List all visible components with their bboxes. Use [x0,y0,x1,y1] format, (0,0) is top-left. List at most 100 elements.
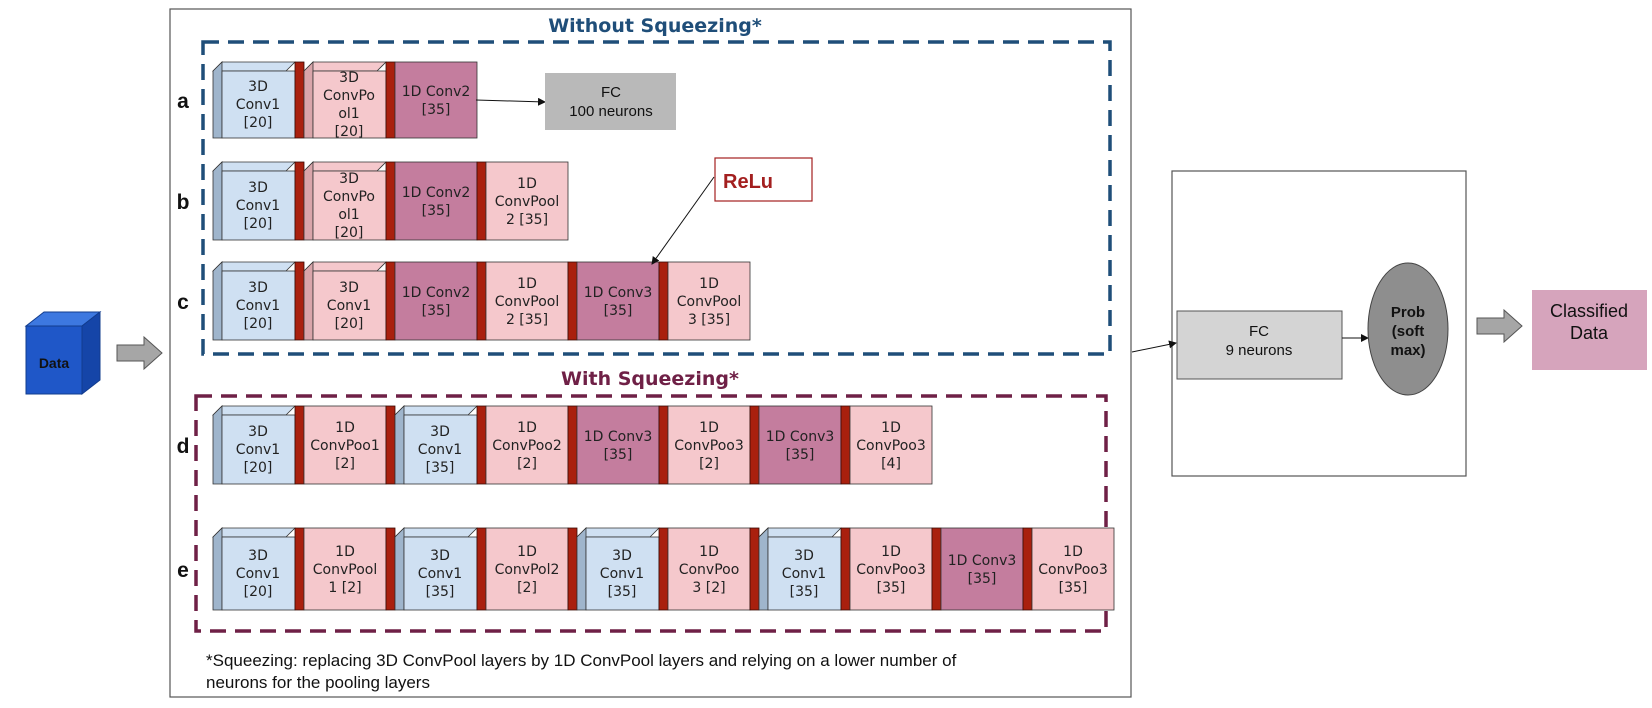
conv3d-block: 3D Conv1 [20] [212,161,296,241]
conv1d-block: 1D Conv2[35] [385,261,478,341]
classified-line-2: Data [1570,323,1609,343]
fc-top-title: FC [601,84,621,101]
fc-right-subtitle: 9 neurons [1226,342,1293,359]
block-front-face [221,70,296,139]
block-label-line: Conv1 [418,566,462,582]
block-label-line: ConvPoo [679,562,740,578]
block-label-line: 1D [699,420,719,436]
row-label-d: d [177,435,190,458]
block-side-face [394,405,405,485]
layer-separator [476,261,487,341]
block-top-face [394,527,478,538]
fc-right-box [1176,310,1343,380]
block-label-line: 3D [248,280,268,296]
block-top-face [394,405,478,416]
block-label-line: 1D [881,420,901,436]
layer-separator [294,61,305,139]
row-label-a: a [177,90,189,113]
block-label-line: 3D [339,280,359,296]
classified-data-box [1532,290,1647,370]
block-side-face [303,261,314,341]
block-face [485,261,569,341]
block-label-line: [35] [877,580,906,596]
block-label-line: ConvPoo1 [310,438,379,454]
block-label-line: [20] [335,225,364,241]
block-label-line: Conv1 [327,298,371,314]
block-label-line: Conv1 [236,198,280,214]
block-front-face [312,170,387,241]
block-label-line: [20] [335,316,364,332]
block-label-line: [20] [335,124,364,140]
block-label-line: 3D [248,180,268,196]
fc-top-arrow [475,97,546,106]
block-label-line: ConvPool [677,294,741,310]
without-squeezing-frame [201,40,1112,356]
block-label-line: 3D [339,171,359,187]
layer-separator [294,527,305,611]
layer-separator [567,527,578,611]
block-label-line: 1D Conv3 [766,429,835,445]
block-front-face [403,536,478,611]
block-label-line: 1D Conv3 [948,553,1017,569]
block-label-line: 1D Conv2 [402,185,471,201]
classified-line-1: Classified [1550,301,1628,321]
layer-separator [658,405,669,485]
block-top-face [212,527,296,538]
block-face [849,405,933,485]
row-label-b: b [177,191,190,214]
block-side-face [758,527,769,611]
block-label-line: [20] [244,584,273,600]
block-side-face [212,161,223,241]
cube-side [81,310,101,396]
conv1d-block: 1D Conv2[35] [385,61,478,139]
layer-separator [385,61,396,139]
block-label-line: 1D [517,176,537,192]
layer-separator [385,527,396,611]
footnote-line-1: *Squeezing: replacing 3D ConvPool layers… [206,651,957,670]
without-squeezing-title: Without Squeezing* [548,15,762,37]
block-face [758,405,842,485]
relu-pointer [651,176,715,265]
layer-separator [840,405,851,485]
block-label-line: 3D [248,548,268,564]
block-label-line: 1D [517,276,537,292]
block-label-line: 1D [335,544,355,560]
block-label-line: [2] [699,456,719,472]
block-label-line: [35] [422,203,451,219]
input-arrow [116,335,163,371]
conv1d-block: 1D Conv3[35] [567,261,660,341]
relu-box [714,157,813,202]
block-label-line: ConvPool [495,194,559,210]
block-label-line: Conv1 [418,442,462,458]
block-face [576,405,660,485]
convpool3d-block: 3D Conv1 [20] [294,261,387,341]
conv1d-block: 1D Conv3[35] [567,405,660,485]
block-label-line: Conv1 [236,442,280,458]
block-label-line: 2 [35] [506,312,548,328]
block-face [394,261,478,341]
with-squeezing-frame [194,394,1108,633]
block-face [303,405,387,485]
block-side-face [212,61,223,139]
block-label-line: [20] [244,216,273,232]
block-label-line: ConvPol2 [495,562,560,578]
block-side-face [212,527,223,611]
block-label-line: 1D Conv2 [402,84,471,100]
conv1d-block: 1D Conv3[35] [931,527,1024,611]
block-label-line: [35] [608,584,637,600]
layer-separator [294,261,305,341]
block-label-line: [35] [790,584,819,600]
block-label-line: 3D [248,79,268,95]
block-side-face [576,527,587,611]
block-label-line: [35] [786,447,815,463]
output-arrow [1476,308,1523,344]
block-label-line: Conv1 [600,566,644,582]
block-front-face [221,414,296,485]
